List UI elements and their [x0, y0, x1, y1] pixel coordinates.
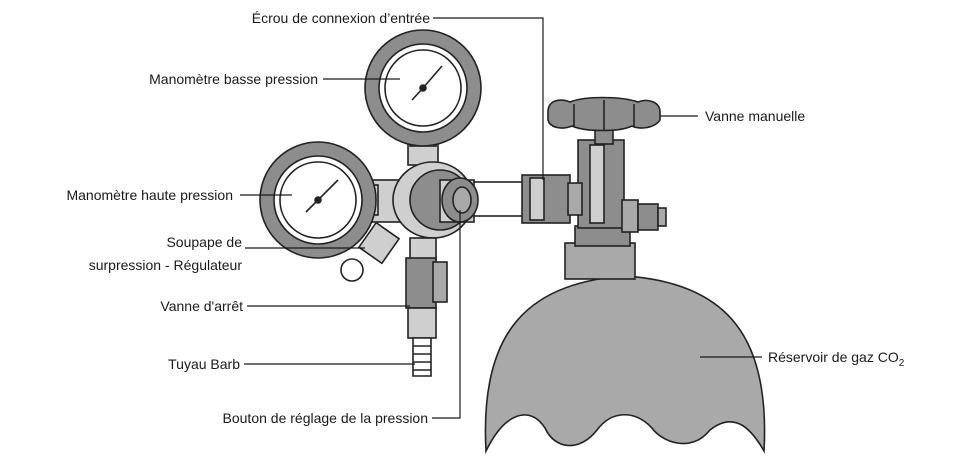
label-low-gauge: Manomètre basse pression [149, 71, 318, 87]
labels: Écrou de connexion d’entrée Manomètre ba… [66, 10, 904, 426]
label-tank: Réservoir de gaz CO2 [768, 349, 905, 369]
label-tank-subscript: 2 [899, 358, 905, 369]
label-knob: Bouton de réglage de la pression [223, 410, 428, 426]
leader-knob [432, 210, 461, 419]
tank-valve-body [577, 123, 667, 233]
leader-lines [240, 17, 762, 419]
label-inlet-nut: Écrou de connexion d’entrée [252, 10, 430, 26]
shutoff-valve [405, 237, 448, 339]
label-shutoff: Vanne d'arrêt [160, 298, 243, 314]
label-hand-valve: Vanne manuelle [705, 108, 805, 124]
high-pressure-gauge [259, 141, 379, 259]
label-barb: Tuyau Barb [168, 356, 240, 372]
label-high-gauge: Manomètre haute pression [66, 187, 233, 203]
barb-fitting [412, 337, 432, 377]
co2-tank [484, 225, 766, 455]
label-relief-line1: Soupape de [166, 234, 242, 250]
label-tank-text: Réservoir de gaz CO [768, 349, 899, 365]
low-pressure-gauge [364, 29, 482, 147]
relief-valve [340, 221, 401, 282]
label-relief-line2: surpression - Régulateur [89, 257, 243, 273]
leader-inlet-nut [433, 17, 544, 180]
inlet-pipe [467, 174, 583, 224]
hand-valve-wheel [547, 96, 661, 132]
